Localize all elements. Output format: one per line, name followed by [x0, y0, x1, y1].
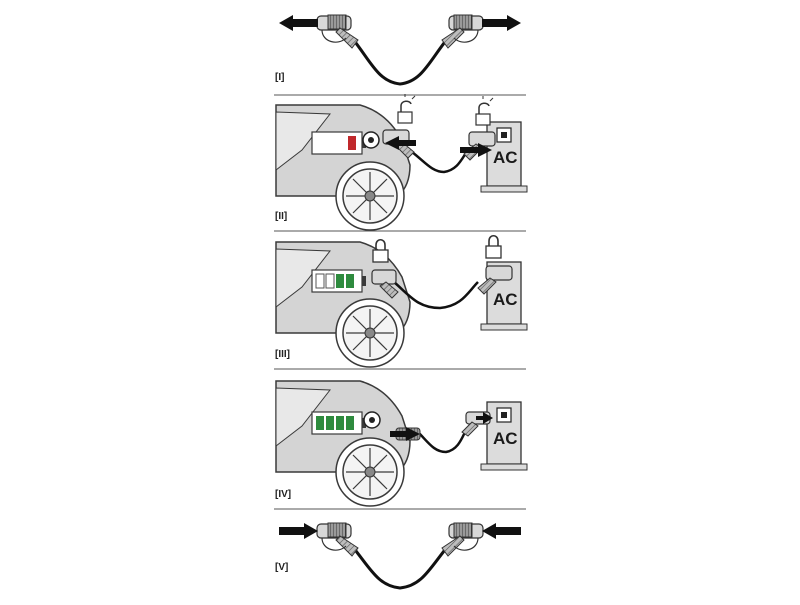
arrow-icon [385, 136, 416, 150]
cable [411, 149, 470, 174]
arrow-icon [279, 15, 318, 31]
cable [417, 429, 468, 454]
plug-icon [316, 14, 359, 49]
cable [350, 545, 450, 590]
arrow-icon [482, 15, 521, 31]
step-label-1: [I] [275, 72, 285, 83]
step-5-graphic [279, 522, 521, 590]
arrow-icon [482, 523, 521, 539]
padlock-open-icon [397, 94, 416, 124]
car-icon [275, 104, 411, 231]
charging-station-icon: AC [480, 401, 528, 471]
plug-icon [441, 14, 484, 49]
cable [393, 281, 479, 310]
step-1-graphic [279, 14, 521, 86]
step-label-4: [IV] [275, 489, 292, 500]
step-label-5: [V] [275, 562, 289, 573]
plug-icon [477, 265, 513, 295]
padlock-open-icon [475, 96, 494, 126]
arrow-icon [390, 427, 420, 441]
battery-icon [311, 269, 366, 293]
station-ac-label: AC [493, 290, 518, 309]
battery-icon [311, 411, 366, 435]
car-icon [275, 241, 411, 368]
arrow-icon [476, 412, 493, 424]
battery-icon [311, 131, 366, 155]
cable [350, 37, 450, 86]
padlock-closed-icon [485, 234, 502, 259]
plug-icon [371, 269, 399, 299]
step-label-2: [II] [275, 211, 288, 222]
step-4-graphic: AC [275, 380, 528, 507]
arrow-icon [279, 523, 318, 539]
car-socket [363, 411, 381, 429]
padlock-closed-icon [372, 238, 389, 263]
car-icon [275, 380, 411, 507]
separators [274, 94, 526, 510]
station-ac-label: AC [493, 148, 518, 167]
car-socket [362, 131, 380, 149]
step-label-3: [III] [275, 349, 290, 360]
arrow-icon [460, 143, 492, 157]
plug-icon [441, 522, 484, 557]
step-3-graphic: AC [275, 234, 528, 368]
step-2-graphic: AC [275, 94, 528, 231]
station-ac-label: AC [493, 429, 518, 448]
plug-icon [316, 522, 359, 557]
